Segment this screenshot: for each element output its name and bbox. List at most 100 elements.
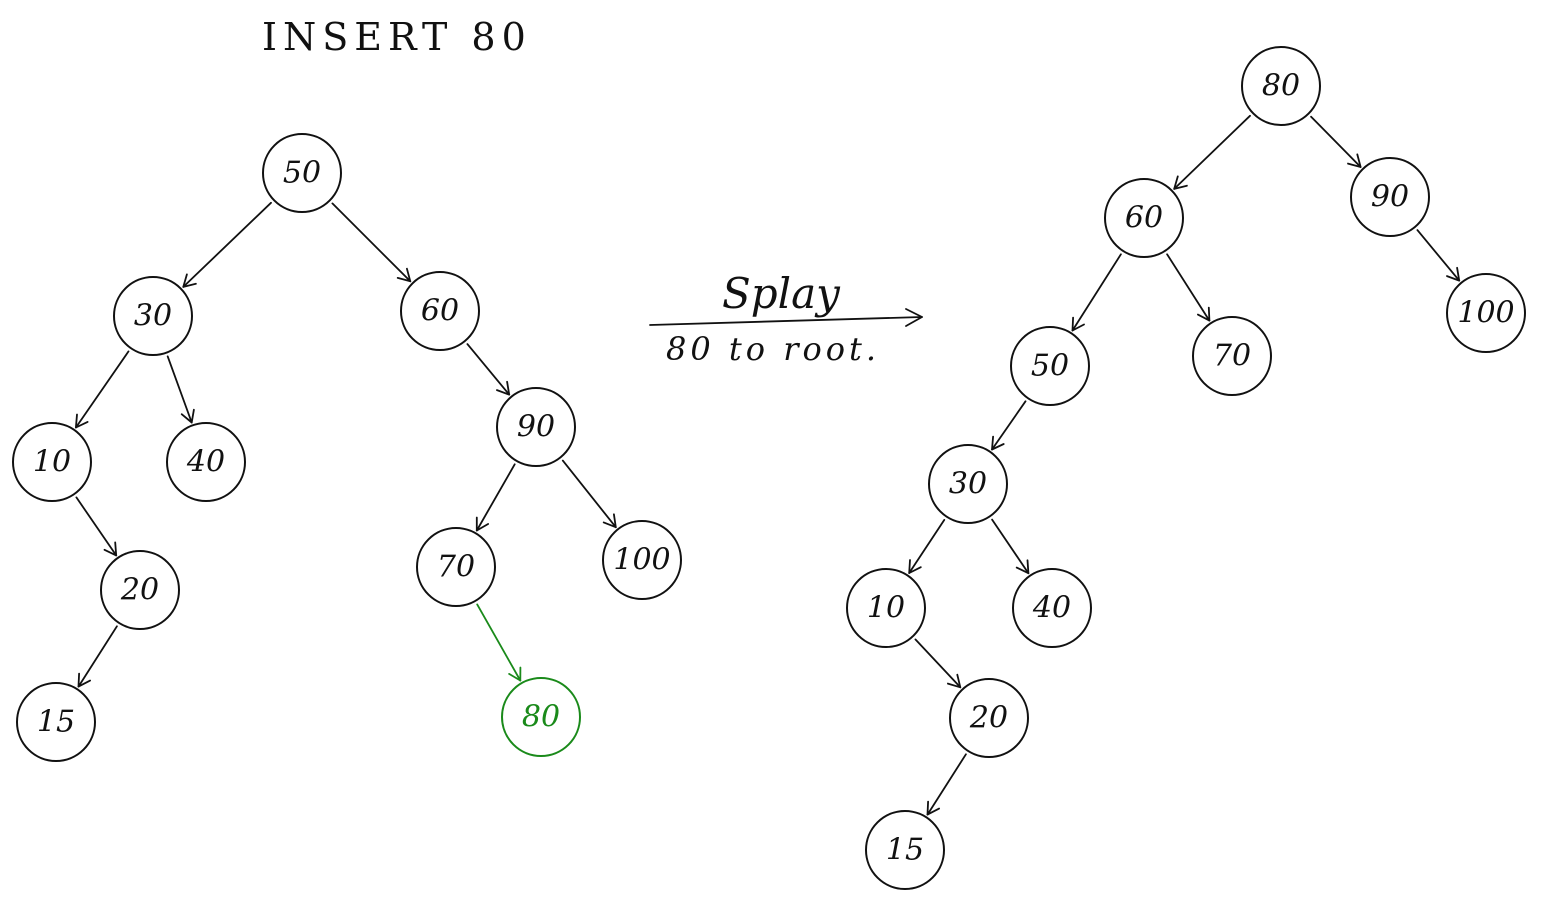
node-label: 50 <box>283 156 321 191</box>
node-label: 15 <box>37 705 75 740</box>
node-label: 30 <box>949 467 987 502</box>
tree-node-after-40: 40 <box>1012 568 1092 648</box>
node-label: 15 <box>886 833 924 868</box>
edge-a30-a40 <box>991 518 1030 575</box>
node-circle <box>1446 273 1526 353</box>
node-label: 80 <box>1262 69 1300 104</box>
node-label: 90 <box>1371 180 1409 215</box>
tree-node-after-10: 10 <box>846 568 926 648</box>
edge-b20-b15 <box>77 625 118 688</box>
node-circle <box>262 133 342 213</box>
edge-line <box>991 400 1027 451</box>
tree-node-after-90: 90 <box>1350 157 1430 237</box>
edge-b30-b40 <box>166 355 195 424</box>
splay-operation-arrow: Splay 80 to root. <box>649 269 923 368</box>
edges-layer <box>75 114 1461 816</box>
node-label: 40 <box>1032 591 1071 626</box>
tree-node-before-70: 70 <box>416 527 496 607</box>
edge-line <box>1166 253 1211 322</box>
edge-b10-b20 <box>75 496 118 557</box>
operation-label: Splay <box>722 269 841 318</box>
edge-line <box>926 753 967 816</box>
node-circle <box>12 422 92 502</box>
node-label: 20 <box>120 573 159 608</box>
edge-a80-a60 <box>1173 114 1251 190</box>
node-circle <box>1241 46 1321 126</box>
edge-line <box>75 496 118 557</box>
tree-node-before-15: 15 <box>16 682 96 762</box>
tree-node-before-50: 50 <box>262 133 342 213</box>
edge-arrow-head <box>908 559 922 574</box>
tree-node-after-70: 70 <box>1192 316 1272 396</box>
node-circle <box>928 444 1008 524</box>
node-label: 100 <box>613 543 670 578</box>
node-circle <box>100 550 180 630</box>
edge-a60-a50 <box>1071 253 1122 332</box>
edge-arrow-head <box>508 666 522 682</box>
edge-line <box>77 625 118 688</box>
edge-b70-b80 <box>476 603 522 682</box>
node-label: 60 <box>1125 201 1163 236</box>
node-label: 30 <box>134 299 172 334</box>
tree-node-before-40: 40 <box>166 422 246 502</box>
edge-line <box>1310 115 1362 168</box>
node-label: 90 <box>517 410 555 445</box>
edge-arrow-head <box>475 516 490 532</box>
node-circle <box>416 527 496 607</box>
node-label: 70 <box>1213 339 1251 374</box>
tree-node-after-80: 80 <box>1241 46 1321 126</box>
node-label: 20 <box>969 701 1008 736</box>
edge-arrow-head <box>182 273 197 288</box>
operation-arrow-shaft <box>649 316 923 326</box>
node-label: 10 <box>33 445 71 480</box>
node-circle <box>1104 178 1184 258</box>
edge-arrow-head <box>77 672 91 688</box>
tree-node-before-30: 30 <box>113 276 193 356</box>
tree-node-before-100: 100 <box>602 520 682 600</box>
edge-b60-b90 <box>466 343 511 396</box>
edge-arrow-head <box>947 673 962 689</box>
node-circle <box>501 677 581 757</box>
edge-line <box>991 518 1030 575</box>
edge-line <box>561 459 617 529</box>
edge-line <box>475 463 516 532</box>
edge-arrow-head <box>103 541 118 557</box>
node-label: 70 <box>437 550 475 585</box>
edge-line <box>476 603 522 682</box>
edge-a60-a70 <box>1166 253 1211 322</box>
node-circle <box>602 520 682 600</box>
node-circle <box>846 568 926 648</box>
edge-line <box>1071 253 1122 332</box>
edge-arrow-head <box>75 413 89 429</box>
diagram-title: INSERT 80 <box>262 15 532 59</box>
edge-arrow-head <box>1347 153 1362 168</box>
edge-line <box>331 202 412 283</box>
edge-line <box>166 355 193 424</box>
node-circle <box>113 276 193 356</box>
edge-line <box>182 201 272 288</box>
operation-arrow-head <box>905 308 923 327</box>
tree-node-after-50: 50 <box>1010 326 1090 406</box>
tree-node-before-10: 10 <box>12 422 92 502</box>
node-label: 10 <box>867 591 905 626</box>
tree-node-after-20: 20 <box>949 678 1029 758</box>
tree-node-before-80: 80 <box>501 677 581 757</box>
edge-line <box>1416 229 1461 282</box>
edge-line <box>466 343 511 396</box>
edge-b50-b30 <box>182 201 272 288</box>
edge-a30-a10 <box>908 519 946 574</box>
tree-node-before-90: 90 <box>496 387 576 467</box>
tree-node-before-20: 20 <box>100 550 180 630</box>
edge-arrow-head <box>602 513 617 529</box>
node-circle <box>16 682 96 762</box>
edge-a80-a90 <box>1310 115 1362 168</box>
tree-node-after-30: 30 <box>928 444 1008 524</box>
edge-arrow-head <box>1173 175 1188 190</box>
node-label: 40 <box>186 445 225 480</box>
node-label: 50 <box>1031 349 1069 384</box>
edge-b90-b70 <box>475 463 516 532</box>
node-circle <box>865 810 945 890</box>
tree-node-after-100: 100 <box>1446 273 1526 353</box>
